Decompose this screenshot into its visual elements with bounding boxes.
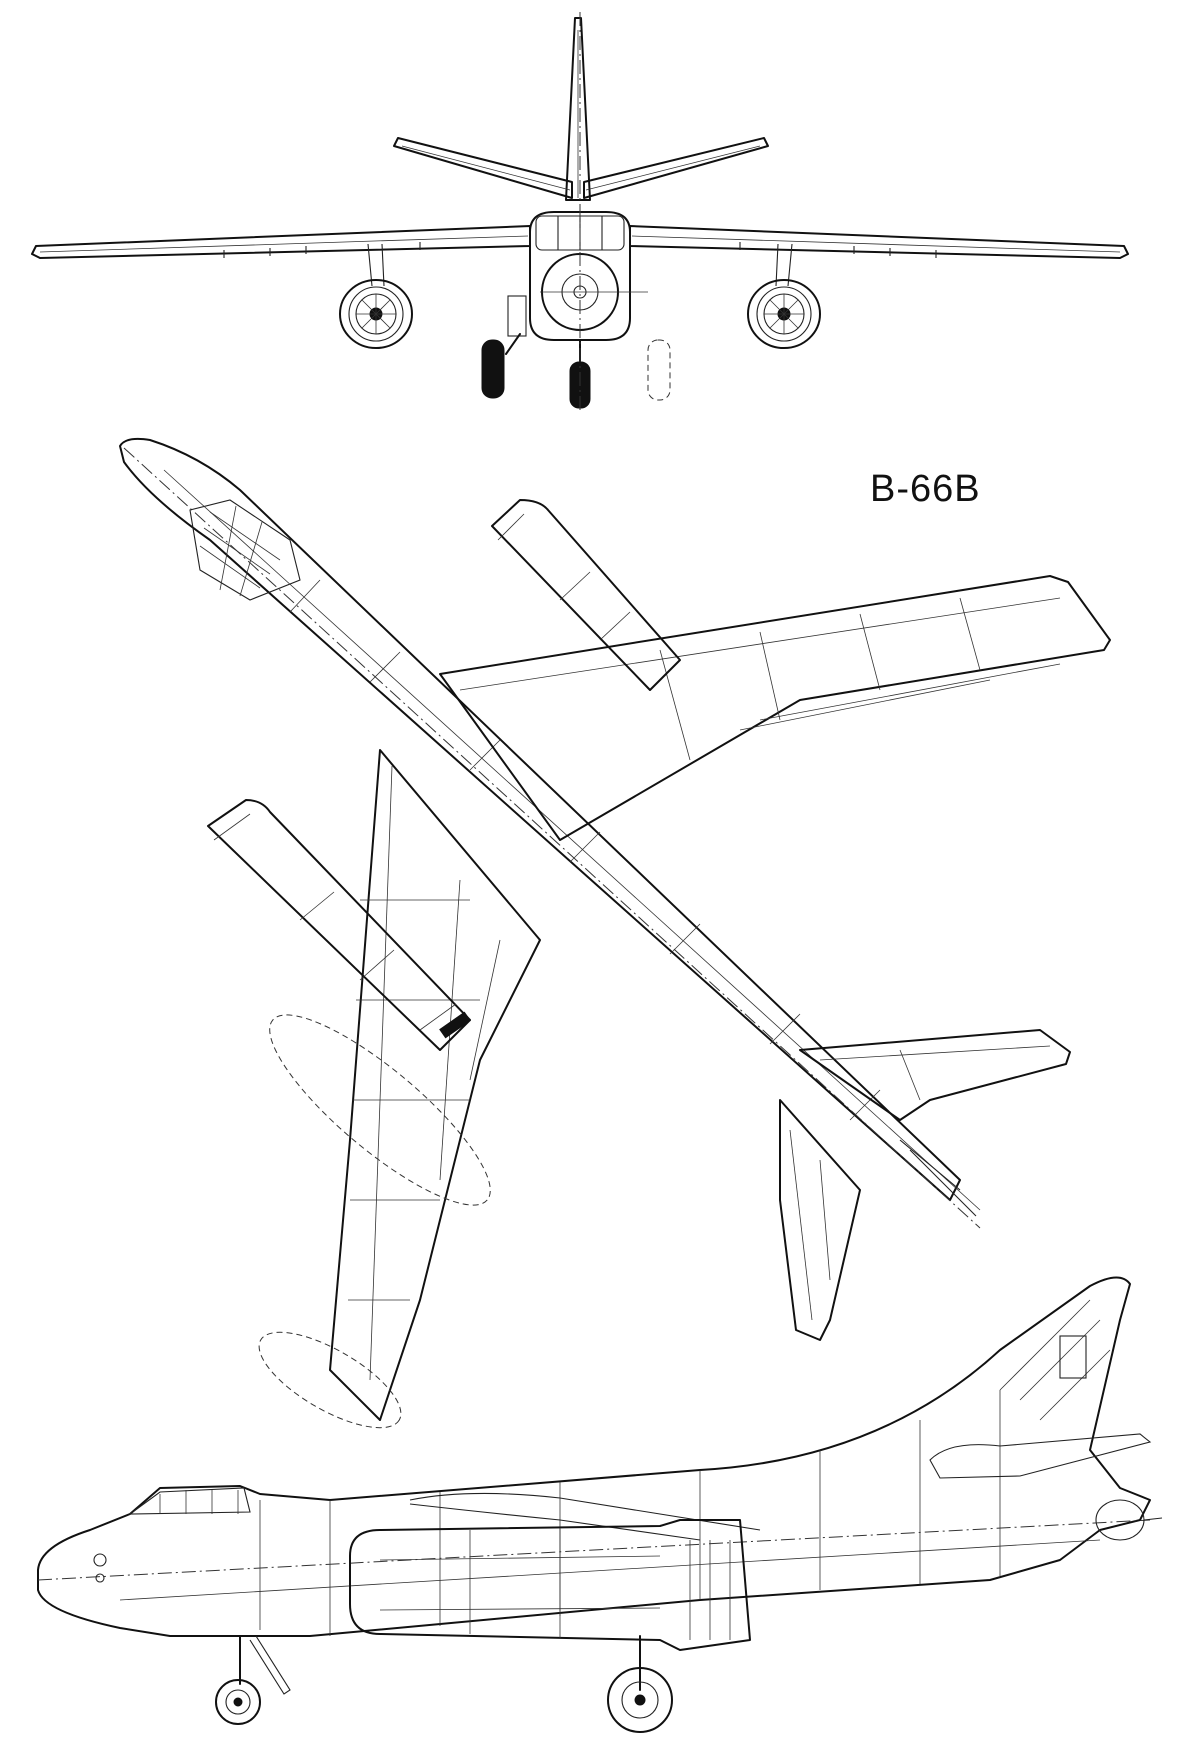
front-view: [31, 12, 1129, 410]
aircraft-designation: B-66B: [870, 468, 981, 510]
plan-view: [119, 437, 1111, 1429]
side-view: [37, 1276, 1163, 1733]
